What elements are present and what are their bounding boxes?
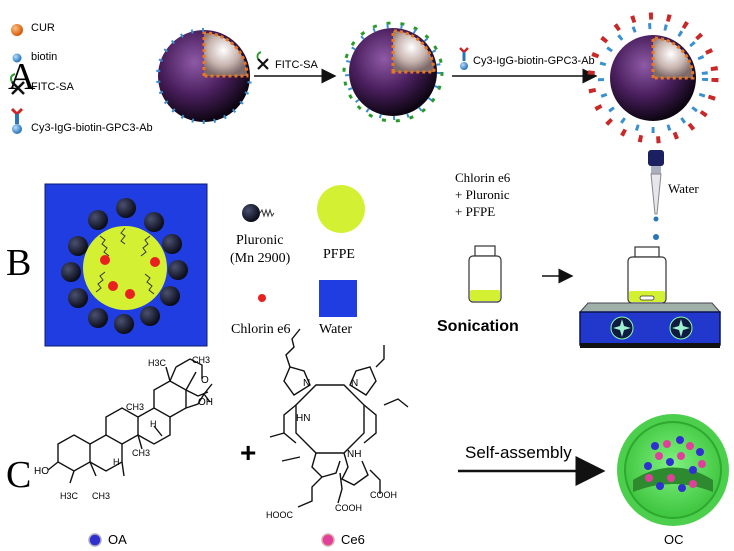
ce6-hn-label: HN — [296, 413, 311, 424]
oa-h-low-label: H — [113, 457, 120, 467]
pfpe-label: PFPE — [323, 247, 355, 262]
ce6-n1-label: N — [303, 378, 311, 389]
oa-h-mid-label: H — [150, 419, 157, 429]
nanoparticle-antibody — [587, 12, 719, 144]
vial-icon — [468, 245, 502, 303]
oa-ch3-mid-label: CH3 — [126, 402, 145, 412]
ce6-n2-label: N — [351, 378, 359, 389]
dropper-icon — [648, 150, 664, 240]
chlorin-label: Chlorin e6 — [231, 322, 291, 337]
oa-ch3-top-label: CH3 — [192, 355, 211, 365]
panel-b-letter: B — [6, 242, 32, 284]
arrow1-label: FITC-SA — [275, 59, 318, 71]
oc-label: OC — [664, 532, 684, 547]
oa-dot-icon — [88, 533, 102, 547]
nanoparticle-fitc-sa — [342, 21, 444, 123]
ce6-dot-icon — [321, 533, 335, 547]
oa-structure — [47, 358, 213, 484]
self-assembly-label: Self-assembly — [465, 443, 572, 462]
antibody-arrow-icon — [459, 47, 469, 70]
plus-sign: + — [240, 437, 257, 468]
legend-fitc-sa-label: FITC-SA — [31, 81, 74, 93]
fitc-sa-icon — [10, 73, 25, 95]
sonication-label: Sonication — [437, 318, 519, 335]
pluronic-mn-label: (Mn 2900) — [230, 251, 291, 266]
ce6-hooc-label: HOOC — [266, 510, 293, 520]
oa-h3c-top-label: H3C — [148, 358, 167, 368]
oa-o-label: O — [201, 375, 209, 386]
oa-oh-label: OH — [198, 397, 213, 408]
oa-h3c-bottom-label: H3C — [60, 491, 79, 501]
mix-label-3: + PFPE — [455, 204, 496, 219]
oa-label: OA — [108, 532, 127, 547]
legend-cur-label: CUR — [31, 22, 55, 34]
biotin-icon — [12, 53, 22, 63]
pfpe-icon — [317, 185, 365, 233]
oa-ho-label: HO — [34, 466, 49, 477]
ce6-label: Ce6 — [341, 532, 365, 547]
chlorin-icon — [258, 294, 266, 302]
stirrer-icon — [578, 246, 722, 348]
oc-particle — [617, 414, 729, 526]
pluronic-icon — [242, 204, 275, 222]
antibody-icon — [10, 107, 24, 134]
cur-icon — [11, 24, 23, 36]
fitc-sa-arrow-icon — [256, 51, 269, 70]
pluronic-label: Pluronic — [236, 233, 284, 248]
ce6-nh-label: NH — [347, 449, 362, 460]
mix-label-2: + Pluronic — [455, 187, 510, 202]
panel-a-letter: A — [8, 56, 36, 98]
water-label: Water — [319, 322, 353, 337]
ce6-cooh1-label: COOH — [370, 490, 397, 500]
legend-biotin-label: biotin — [31, 51, 58, 63]
ce6-cooh2-label: COOH — [335, 503, 362, 513]
legend-antibody-label: Cy3-IgG-biotin-GPC3-Ab — [31, 122, 153, 134]
mix-label-1: Chlorin e6 — [455, 170, 511, 185]
oa-ch3-low-label: CH3 — [132, 448, 151, 458]
ce6-structure — [269, 328, 409, 508]
panel-c-letter: C — [6, 454, 32, 496]
nanoparticle-cur-biotin — [156, 28, 252, 124]
micelle-diagram — [44, 183, 208, 347]
water-icon — [319, 280, 357, 317]
arrow2-label: Cy3-IgG-biotin-GPC3-Ab — [473, 55, 595, 67]
oa-ch3-bottom-label: CH3 — [92, 491, 111, 501]
dropper-water-label: Water — [668, 181, 699, 196]
